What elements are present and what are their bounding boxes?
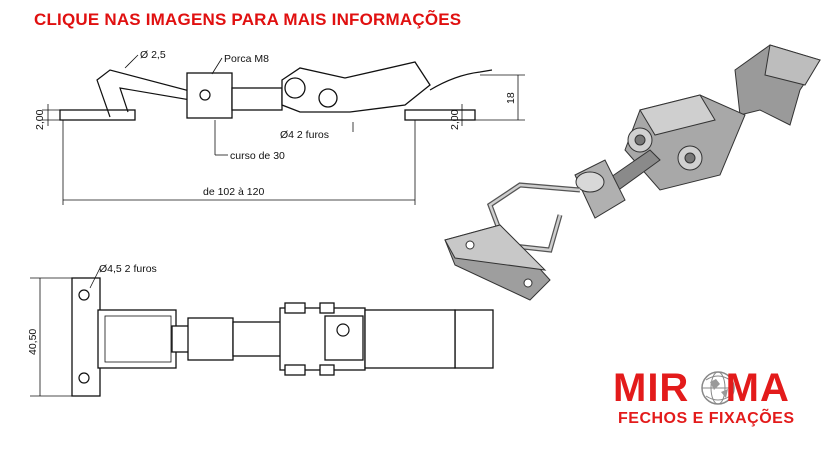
- info-banner-link[interactable]: CLIQUE NAS IMAGENS PARA MAIS INFORMAÇÕES: [34, 10, 462, 29]
- label-length: de 102 à 120: [203, 186, 264, 198]
- threaded-rod-side: [231, 87, 283, 111]
- miroma-logo[interactable]: MIR MA: [613, 366, 790, 410]
- label-height: 18: [505, 92, 517, 104]
- wire-loop-inner: [104, 315, 172, 363]
- globe-icon: [701, 371, 735, 405]
- base-hole-1: [78, 289, 90, 301]
- label-thickness-left: 2,00: [34, 109, 46, 130]
- label-nut: Porca M8: [224, 53, 269, 65]
- rod-end-top: [171, 325, 191, 353]
- latch-3d-render: [444, 44, 821, 301]
- hook-plate-top: [454, 309, 494, 369]
- lever-clasp-hole: [336, 323, 350, 337]
- side-view: Ø 2,5 Porca M8 curso de 30 Ø4 2 furos 2,…: [34, 49, 525, 205]
- rod-top: [232, 321, 284, 357]
- wire-pivot: [199, 89, 211, 101]
- leader-wire-diameter: [124, 54, 139, 69]
- label-holes-hook: Ø4 2 furos: [280, 129, 329, 141]
- base-plate-top: [71, 277, 101, 397]
- label-width: 40,50: [27, 329, 39, 355]
- leader-nut: [211, 57, 223, 75]
- nut-top: [187, 317, 234, 361]
- top-view: Ø4,5 2 furos 40,50: [27, 263, 494, 397]
- label-stroke: curso de 30: [230, 150, 285, 162]
- label-wire-diameter: Ø 2,5: [140, 49, 166, 61]
- hook-arm-top: [364, 309, 456, 369]
- miroma-tagline: FECHOS E FIXAÇÕES: [618, 410, 795, 427]
- pin-top-1: [284, 302, 306, 314]
- label-holes-base: Ø4,5 2 furos: [99, 263, 157, 275]
- pin-top-2: [319, 302, 335, 314]
- base-hole-2: [78, 372, 90, 384]
- wire-loop-top: [97, 309, 177, 369]
- pin-bottom-1: [284, 364, 306, 376]
- leader-holes-base: [89, 267, 101, 289]
- lever-pivot-2: [318, 88, 338, 108]
- lever-pivot-1: [284, 77, 306, 99]
- label-thickness-right: 2,00: [449, 109, 461, 130]
- pin-bottom-2: [319, 364, 335, 376]
- lever-clasp: [324, 315, 364, 361]
- hook-plate-side: [404, 109, 476, 121]
- base-plate-side: [59, 109, 136, 121]
- hook-curve-side: [429, 69, 493, 91]
